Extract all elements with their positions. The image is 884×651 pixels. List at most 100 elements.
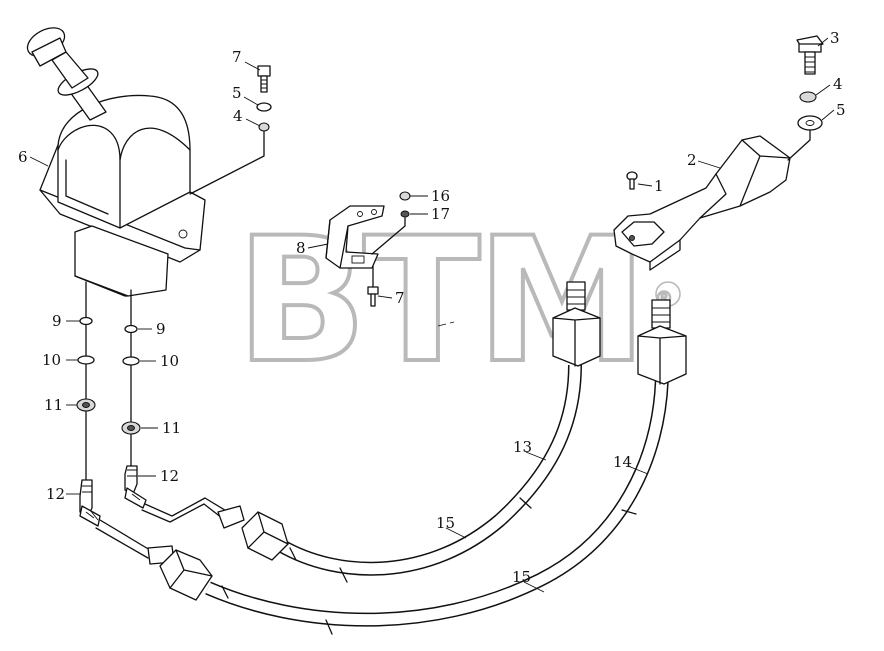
nut-16 xyxy=(399,191,411,201)
callout-9a: 9 xyxy=(52,312,62,330)
leader-3 xyxy=(817,37,829,47)
sleeve-15a-ends xyxy=(339,497,532,583)
knob-body xyxy=(31,37,67,67)
washer-10b xyxy=(122,356,140,366)
callout-17: 17 xyxy=(431,205,450,223)
screw-1-shank xyxy=(629,178,635,190)
callout-2: 2 xyxy=(687,151,697,169)
callout-5a: 5 xyxy=(232,84,242,102)
callout-12a: 12 xyxy=(46,485,65,503)
leader-14 xyxy=(627,465,649,475)
callout-8: 8 xyxy=(296,239,306,257)
callout-leaders xyxy=(29,37,835,593)
hex-nut-b xyxy=(159,549,213,601)
pipe-left-b xyxy=(95,527,149,559)
hand-brake-valve-part-6 xyxy=(26,27,206,297)
hex-nut-13-faces xyxy=(552,317,601,367)
left-fittings xyxy=(76,281,147,527)
nipple-a xyxy=(217,505,245,529)
lever-arm-facets xyxy=(699,139,791,219)
lever-arm-bottom xyxy=(649,239,681,271)
bolt-shank-7b xyxy=(370,293,376,307)
nipple-13-ribs xyxy=(567,289,585,305)
callout-14: 14 xyxy=(613,453,632,471)
lever-arm-part-2 xyxy=(613,35,824,271)
lock-washer-4b xyxy=(799,91,817,103)
leader-5b xyxy=(821,109,835,121)
hose-collars xyxy=(221,547,297,599)
hex-nut-13 xyxy=(552,307,601,367)
washer-5b-hole xyxy=(805,120,815,126)
arch-inner-left xyxy=(57,124,121,229)
callout-10b: 10 xyxy=(160,352,179,370)
arch-window xyxy=(65,159,109,215)
nipple-14-ribs xyxy=(652,307,670,323)
elbow-12b-ribs xyxy=(127,469,141,501)
elbow-12b-spigot xyxy=(124,487,147,509)
sleeve-15b-ends xyxy=(325,509,637,635)
bracket-leader-top xyxy=(371,217,406,255)
nipple-13 xyxy=(566,281,586,311)
bracket-edges xyxy=(325,219,349,269)
callout-11a: 11 xyxy=(44,396,63,414)
left-bolt-stack xyxy=(189,65,272,195)
bracket-slot xyxy=(351,255,365,264)
callout-15a: 15 xyxy=(436,514,455,532)
bolt-thread-3 xyxy=(805,56,815,73)
callout-9b: 9 xyxy=(156,320,166,338)
bolt-shank-3 xyxy=(804,51,816,75)
hex-nut-a-faces xyxy=(247,511,289,549)
hex-nut-14 xyxy=(637,325,687,385)
leader-15b xyxy=(523,581,545,593)
nipple-14 xyxy=(651,299,671,329)
hex-nut-b-faces xyxy=(169,549,213,589)
hose-13-fill xyxy=(277,364,581,575)
leader-2 xyxy=(697,160,721,169)
callout-5b: 5 xyxy=(836,101,846,119)
leader-5a xyxy=(243,96,259,106)
callout-4a: 4 xyxy=(233,107,243,125)
bracket-hole-2 xyxy=(371,209,377,215)
pipe-right-b xyxy=(141,503,223,523)
leader-8 xyxy=(307,243,329,249)
callout-12b: 12 xyxy=(160,467,179,485)
hose-14-outline xyxy=(205,374,669,627)
elbow-12a-spigot xyxy=(79,505,101,527)
callout-13: 13 xyxy=(513,438,532,456)
callout-6: 6 xyxy=(18,148,28,166)
callout-1: 1 xyxy=(654,177,664,195)
washer-17 xyxy=(400,210,410,218)
callout-7b: 7 xyxy=(395,289,405,307)
hoses xyxy=(95,364,669,635)
callout-labels: 7 5 4 6 3 4 5 2 1 16 17 8 7 9 9 10 10 11… xyxy=(18,29,846,586)
flange-hole xyxy=(178,229,188,239)
washer-10a xyxy=(77,355,95,365)
o-ring-9a xyxy=(79,316,93,326)
bolt-head-3 xyxy=(798,43,822,53)
bolt-thread-7a xyxy=(261,79,267,89)
hex-fittings xyxy=(147,281,687,601)
callout-10a: 10 xyxy=(42,351,61,369)
leader-4a xyxy=(245,118,261,127)
callout-15b: 15 xyxy=(512,568,531,586)
lever-arm-leader xyxy=(787,129,811,161)
bracket-part-8 xyxy=(325,191,455,327)
o-ring-9b xyxy=(124,324,138,334)
leader-7b xyxy=(377,295,393,299)
washer-5b xyxy=(797,115,823,131)
bolt-leader xyxy=(189,130,265,195)
callout-11b: 11 xyxy=(162,419,181,437)
bolt-head-7a xyxy=(257,65,271,77)
callout-3: 3 xyxy=(830,29,840,47)
pipe-right-a xyxy=(144,497,229,517)
nut-11a-hole xyxy=(82,402,90,408)
elbow-12a-ribs xyxy=(82,485,99,521)
callout-16: 16 xyxy=(431,187,450,205)
pipe-left-a xyxy=(99,519,151,551)
bolt-head-7b xyxy=(367,286,379,295)
nut-11b-hole xyxy=(127,425,135,431)
bracket-body xyxy=(325,205,385,269)
leader-13 xyxy=(525,451,547,461)
